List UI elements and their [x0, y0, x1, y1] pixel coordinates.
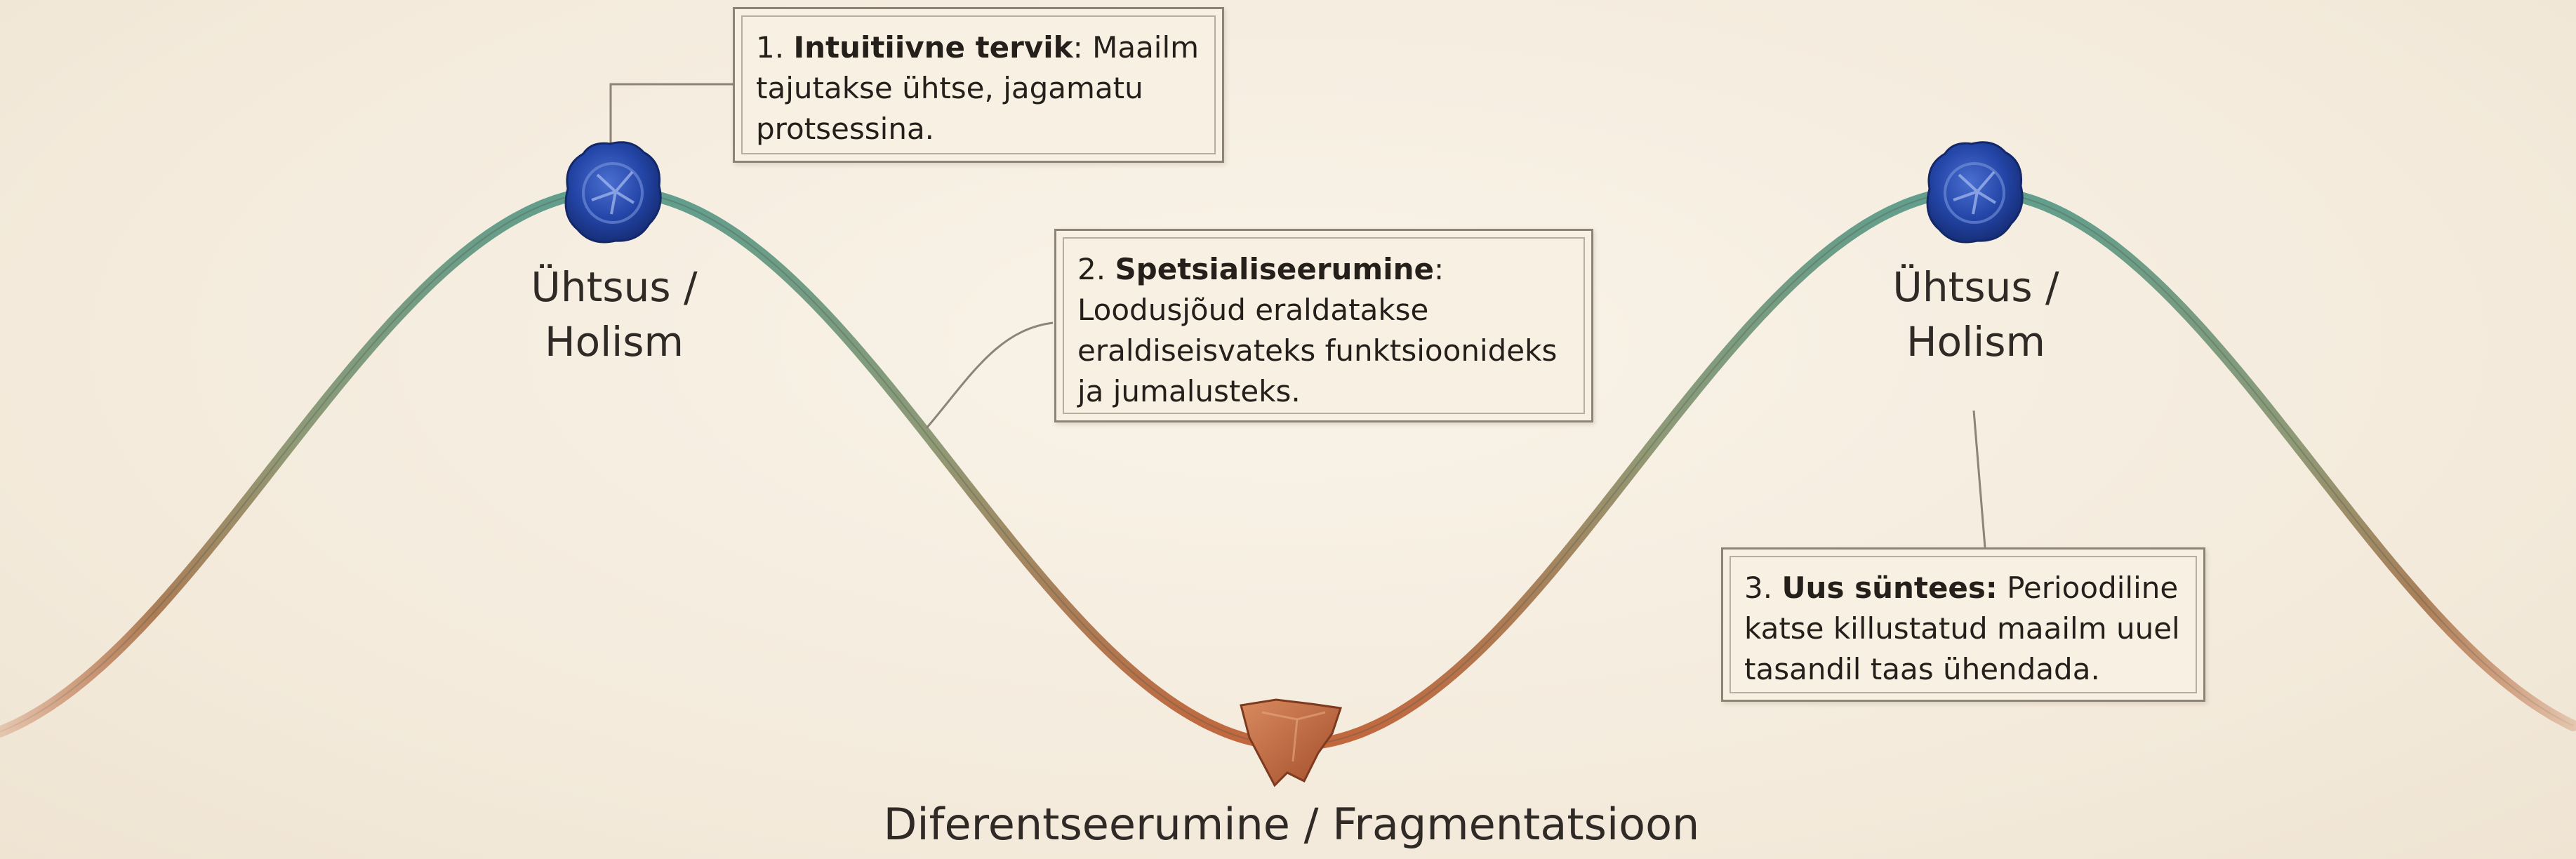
right-peak-label: Ühtsus / Holism — [1874, 260, 2078, 369]
callout-3-number: 3. — [1744, 571, 1773, 605]
trough-label: Diferentseerumine / Fragmentatsioon — [883, 799, 1700, 850]
right-peak-label-line2: Holism — [1906, 318, 2046, 366]
callout-2: 2. Spetsialiseerumine: Loodusjõud eralda… — [1054, 229, 1593, 422]
wax-seal-icon — [564, 141, 662, 244]
callout-1-separator: : — [1073, 30, 1083, 65]
callout-1-number: 1. — [756, 30, 785, 65]
callout-2-number: 2. — [1077, 252, 1106, 286]
callout-2-title: Spetsialiseerumine — [1115, 252, 1434, 286]
callout-2-text: Loodusjõud eraldatakse eraldiseisvateks … — [1077, 293, 1558, 408]
left-peak-label-line1: Ühtsus / — [531, 263, 698, 311]
left-peak-label-line2: Holism — [544, 318, 684, 366]
callout-2-separator: : — [1433, 252, 1445, 286]
wax-seal-icon — [1926, 141, 2024, 244]
callout-3-title: Uus süntees: — [1781, 571, 1998, 605]
callout-3: 3. Uus süntees: Perioodiline katse killu… — [1721, 547, 2205, 702]
connector-line-3 — [1972, 410, 1986, 548]
fragment-icon — [1240, 698, 1342, 787]
callout-1-text: Maailm tajutakse ühtse, jagamatu protses… — [756, 30, 1200, 146]
callout-1: 1. Intuitiivne tervik: Maailm tajutakse … — [733, 7, 1224, 163]
connector-line-2 — [925, 321, 1054, 429]
callout-1-title: Intuitiivne tervik — [793, 30, 1073, 65]
right-peak-label-line1: Ühtsus / — [1892, 263, 2059, 311]
callout-3-text: Perioodiline katse killustatud maailm uu… — [1744, 571, 2180, 686]
left-peak-label: Ühtsus / Holism — [512, 260, 716, 369]
